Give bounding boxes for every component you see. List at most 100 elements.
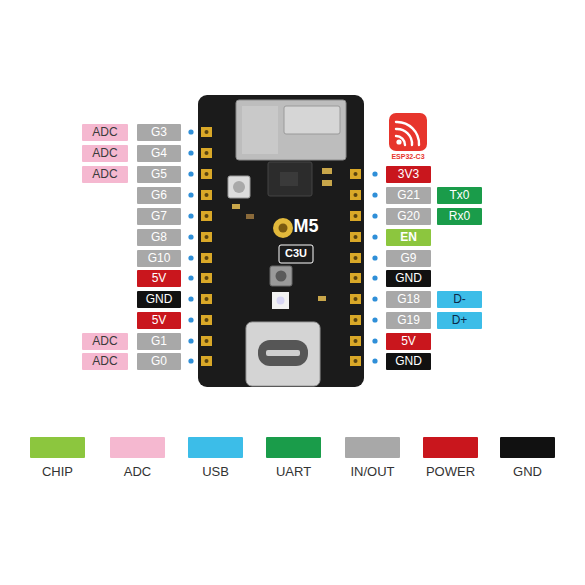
pin-label: ADC bbox=[92, 166, 117, 183]
pin-badge: G18 bbox=[386, 291, 431, 308]
smd-part bbox=[318, 296, 326, 301]
espressif-logo bbox=[389, 113, 427, 151]
shield-plate bbox=[284, 106, 340, 134]
user-button bbox=[276, 271, 287, 282]
pin-label: ADC bbox=[92, 353, 117, 370]
pin-label: GND bbox=[395, 353, 422, 370]
pin-label: ADC bbox=[92, 145, 117, 162]
pin-label: G21 bbox=[397, 187, 420, 204]
model-name: C3U bbox=[285, 247, 307, 259]
pin-badge: ADC bbox=[82, 333, 128, 350]
pin-pads bbox=[201, 127, 361, 366]
pin-label: ADC bbox=[92, 124, 117, 141]
espressif-logo bbox=[396, 122, 419, 145]
chip-die bbox=[280, 172, 298, 186]
pin-label: G0 bbox=[151, 353, 167, 370]
pin-label: G4 bbox=[151, 145, 167, 162]
smd-part bbox=[322, 180, 332, 186]
pin-badge: G21 bbox=[386, 187, 431, 204]
pin-label: G20 bbox=[397, 208, 420, 225]
chip bbox=[268, 162, 312, 196]
pin-badge: Rx0 bbox=[437, 208, 482, 225]
pin-label: 5V bbox=[152, 312, 167, 329]
pin-holes bbox=[205, 130, 358, 363]
pin-badge: ADC bbox=[82, 124, 128, 141]
pin-label: GND bbox=[395, 270, 422, 287]
pin-label: 3V3 bbox=[398, 166, 419, 183]
usb-c-connector bbox=[246, 322, 320, 386]
chip-brand: ESP32-C3 bbox=[391, 153, 424, 160]
legend-swatch bbox=[188, 437, 243, 458]
rf-shield bbox=[236, 100, 346, 160]
mount-hole bbox=[279, 224, 288, 233]
pin-label: D- bbox=[453, 291, 466, 308]
pin-label: G9 bbox=[400, 250, 416, 267]
pin-label: G19 bbox=[397, 312, 420, 329]
legend-swatch bbox=[500, 437, 555, 458]
usb-c-opening bbox=[258, 340, 308, 366]
shield-plate bbox=[242, 106, 278, 154]
smd-part bbox=[246, 214, 254, 219]
rgb-led bbox=[277, 297, 285, 305]
legend-swatch bbox=[110, 437, 165, 458]
pin-label: D+ bbox=[452, 312, 468, 329]
legend-label: ADC bbox=[124, 464, 151, 479]
pin-badge: G8 bbox=[137, 229, 181, 246]
smd-part bbox=[232, 204, 240, 209]
pcb bbox=[198, 95, 364, 387]
pin-badge: D- bbox=[437, 291, 482, 308]
legend-swatch bbox=[423, 437, 478, 458]
pin-label: G6 bbox=[151, 187, 167, 204]
pin-label: 5V bbox=[401, 333, 416, 350]
pin-badge: GND bbox=[386, 270, 431, 287]
legend-label: IN/OUT bbox=[350, 464, 394, 479]
pin-label: G3 bbox=[151, 124, 167, 141]
pin-badge: GND bbox=[137, 291, 181, 308]
pin-badge: G9 bbox=[386, 250, 431, 267]
pin-badge: D+ bbox=[437, 312, 482, 329]
pin-badge: EN bbox=[386, 229, 431, 246]
legend-swatch bbox=[30, 437, 85, 458]
user-button bbox=[270, 266, 292, 286]
pin-badge: ADC bbox=[82, 145, 128, 162]
legend-label: POWER bbox=[426, 464, 475, 479]
mount-hole bbox=[273, 218, 293, 238]
pin-badge: G4 bbox=[137, 145, 181, 162]
pin-badge: Tx0 bbox=[437, 187, 482, 204]
pin-pointer-dots bbox=[188, 129, 377, 363]
pin-badge: G20 bbox=[386, 208, 431, 225]
pin-label: Tx0 bbox=[449, 187, 469, 204]
pin-badge: G5 bbox=[137, 166, 181, 183]
legend-label: UART bbox=[276, 464, 311, 479]
pin-badge: G1 bbox=[137, 333, 181, 350]
pin-badge: ADC bbox=[82, 166, 128, 183]
pin-badge: G6 bbox=[137, 187, 181, 204]
pin-label: EN bbox=[400, 229, 417, 246]
legend-label: CHIP bbox=[42, 464, 73, 479]
pin-label: G8 bbox=[151, 229, 167, 246]
pin-badge: G7 bbox=[137, 208, 181, 225]
legend-label: GND bbox=[513, 464, 542, 479]
rgb-led bbox=[272, 292, 289, 309]
pin-badge: G0 bbox=[137, 353, 181, 370]
pin-label: G18 bbox=[397, 291, 420, 308]
legend-swatch bbox=[345, 437, 400, 458]
pin-label: 5V bbox=[152, 270, 167, 287]
pin-badge: G3 bbox=[137, 124, 181, 141]
pin-label: ADC bbox=[92, 333, 117, 350]
pin-label: G10 bbox=[148, 250, 171, 267]
pin-badge: ADC bbox=[82, 353, 128, 370]
pin-badge: GND bbox=[386, 353, 431, 370]
reset-button bbox=[233, 181, 245, 193]
pin-label: G7 bbox=[151, 208, 167, 225]
pin-badge: G10 bbox=[137, 250, 181, 267]
usb-c-tongue bbox=[266, 350, 300, 356]
pin-badge: 3V3 bbox=[386, 166, 431, 183]
reset-button bbox=[228, 176, 250, 198]
legend-swatch bbox=[266, 437, 321, 458]
pin-badge: 5V bbox=[386, 333, 431, 350]
pin-label: G5 bbox=[151, 166, 167, 183]
pin-label: Rx0 bbox=[449, 208, 470, 225]
